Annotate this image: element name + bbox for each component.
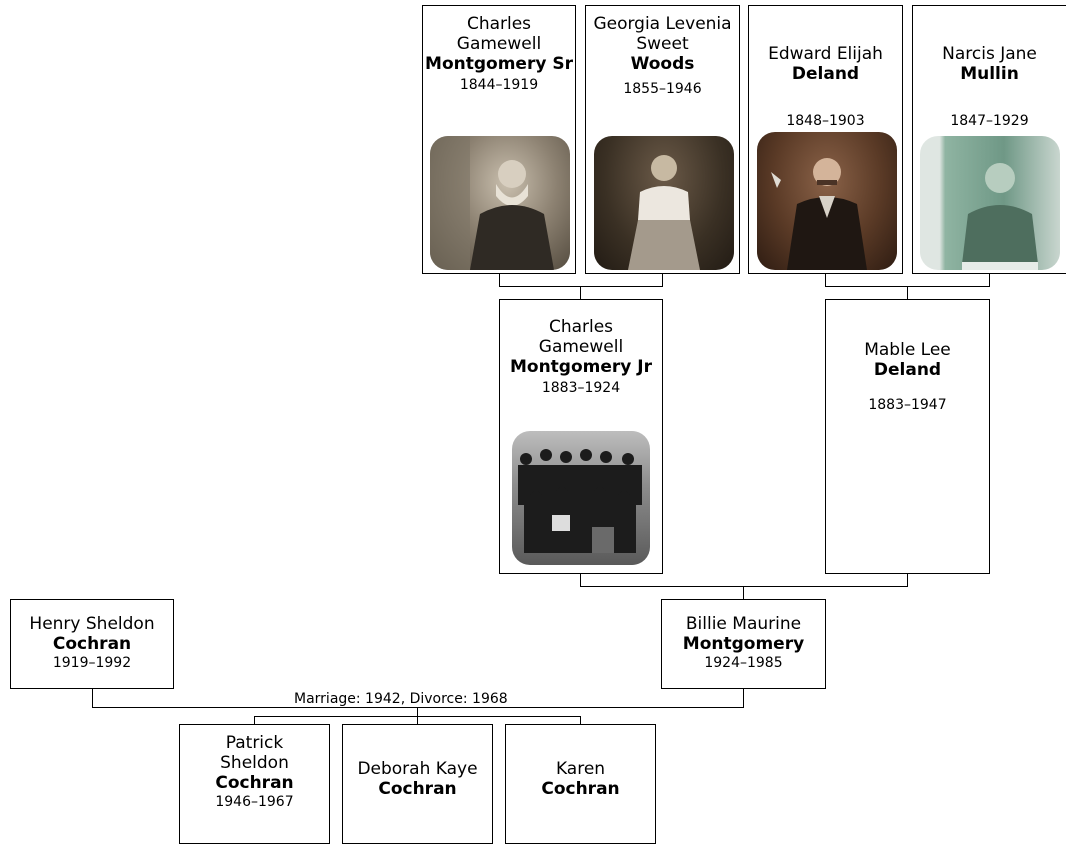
life-years: 1883–1947 [868, 397, 947, 413]
portrait-photo [430, 136, 570, 270]
given-name: Billie Maurine [685, 614, 802, 634]
life-years: 1855–1946 [623, 81, 702, 97]
surname: Cochran [215, 773, 294, 793]
person-card-georgia[interactable]: Georgia Levenia Sweet Woods 1855–1946 [585, 5, 740, 274]
person-card-mable[interactable]: Mable Lee Deland 1883–1947 [825, 299, 990, 574]
portrait-photo [757, 132, 897, 270]
surname: Montgomery [682, 634, 805, 654]
given-name: Deborah Kaye [357, 759, 478, 779]
person-card-billie[interactable]: Billie Maurine Montgomery 1924–1985 [661, 599, 826, 689]
given-name: Henry Sheldon [29, 614, 155, 634]
life-years: 1847–1929 [950, 113, 1029, 129]
surname: Deland [791, 64, 860, 84]
surname: Cochran [52, 634, 132, 654]
surname: Cochran [378, 779, 457, 799]
surname: Cochran [541, 779, 620, 799]
given-name: Patrick Sheldon [220, 733, 289, 773]
given-name: Mable Lee [864, 340, 951, 360]
given-name: Narcis Jane [942, 44, 1037, 64]
surname: Mullin [960, 64, 1019, 84]
life-years: 1844–1919 [459, 77, 539, 93]
person-card-patrick[interactable]: Patrick Sheldon Cochran 1946–1967 [179, 724, 330, 844]
marriage-label: Marriage: 1942, Divorce: 1968 [292, 691, 510, 707]
surname: Deland [873, 360, 942, 380]
person-card-henry[interactable]: Henry Sheldon Cochran 1919–1992 [10, 599, 174, 689]
surname: Montgomery Jr [509, 357, 652, 377]
life-years: 1883–1924 [541, 380, 621, 396]
life-years: 1946–1967 [215, 794, 294, 810]
life-years: 1848–1903 [786, 113, 865, 129]
portrait-photo [920, 136, 1060, 270]
life-years: 1924–1985 [704, 655, 783, 671]
person-card-narcis[interactable]: Narcis Jane Mullin 1847–1929 [912, 5, 1066, 274]
person-card-cg-jr[interactable]: Charles Gamewell Montgomery Jr 1883–1924 [499, 299, 663, 574]
given-name: Charles Gamewell [456, 14, 542, 54]
given-name: Karen [555, 759, 606, 779]
surname: Montgomery Sr [425, 54, 573, 74]
given-name: Edward Elijah [768, 44, 883, 64]
portrait-photo [594, 136, 734, 270]
person-card-karen[interactable]: Karen Cochran [505, 724, 656, 844]
person-card-cg-sr[interactable]: Charles Gamewell Montgomery Sr 1844–1919 [422, 5, 576, 274]
person-card-edward[interactable]: Edward Elijah Deland 1848–1903 [748, 5, 903, 274]
family-group-photo [512, 431, 650, 565]
life-years: 1919–1992 [52, 655, 132, 671]
given-name: Charles Gamewell [538, 317, 624, 357]
person-card-deborah[interactable]: Deborah Kaye Cochran [342, 724, 493, 844]
surname: Woods [630, 54, 695, 74]
given-name: Georgia Levenia Sweet [593, 14, 732, 54]
